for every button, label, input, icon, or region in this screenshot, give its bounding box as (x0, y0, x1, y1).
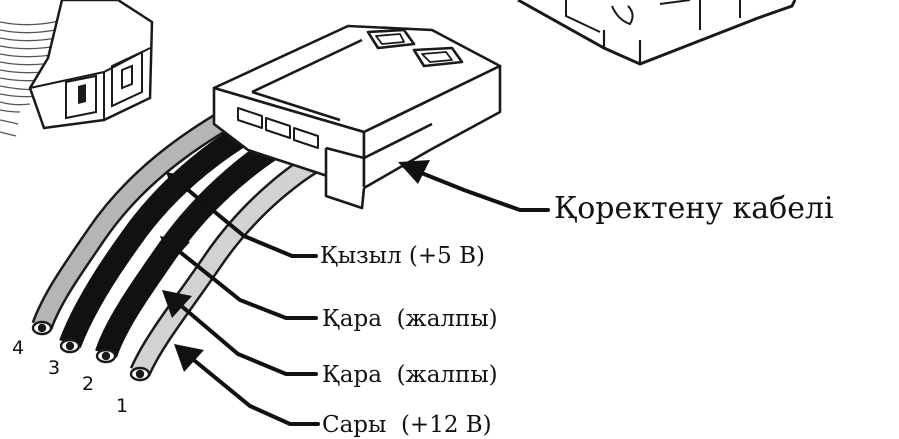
device-socket (517, 0, 797, 66)
pin-number-4: 4 (12, 337, 24, 359)
label-red-wire: Қызыл (+5 В) (320, 243, 485, 269)
leader-black2 (170, 296, 318, 376)
label-power-cable: Қоректену кабелі (554, 191, 834, 226)
wire-3-black (59, 109, 276, 349)
arrowhead-black2 (162, 290, 192, 318)
arrowhead-black1 (160, 236, 190, 264)
label-yellow-wire: Сары (+12 В) (322, 412, 492, 438)
molex-connector (212, 24, 502, 210)
arrowhead-yellow (174, 344, 204, 372)
arrowheads (160, 160, 430, 372)
wire-ends (31, 320, 151, 382)
pin-number-2: 2 (82, 373, 94, 395)
arrowhead-cable (398, 160, 430, 184)
leader-lines (168, 164, 550, 426)
leader-cable (402, 164, 550, 212)
ribbon-cable-connector (0, 0, 154, 137)
pin-number-1: 1 (116, 395, 128, 417)
label-black-wire-2: Қара (жалпы) (322, 362, 498, 388)
arrowhead-red (166, 172, 196, 200)
label-black-wire-1: Қара (жалпы) (322, 306, 498, 332)
leader-black1 (168, 242, 318, 320)
pin-number-3: 3 (48, 357, 60, 379)
leader-red (174, 178, 318, 258)
leader-yellow (182, 350, 320, 426)
